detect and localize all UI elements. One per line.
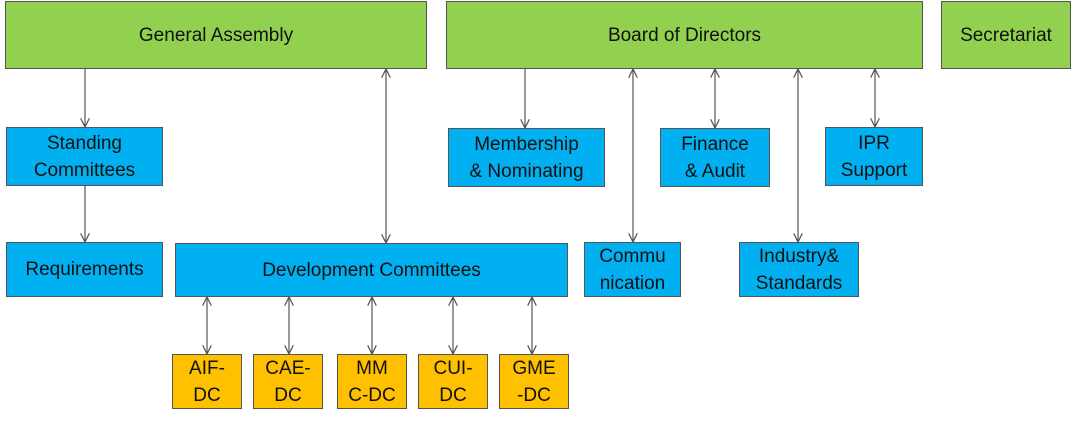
aif-dc-box: AIF- DC [172, 354, 242, 409]
secretariat-box: Secretariat [941, 1, 1071, 69]
aif-dc-label: AIF- DC [189, 357, 225, 406]
general-assembly-box: General Assembly [5, 1, 427, 69]
gme-dc-box: GME -DC [499, 354, 569, 409]
board-of-directors-box: Board of Directors [446, 1, 923, 69]
ipr-support-box: IPR Support [825, 127, 923, 186]
mmc-dc-label: MM C-DC [348, 357, 396, 406]
cae-dc-box: CAE- DC [253, 354, 323, 409]
membership-nominating-label: Membership & Nominating [469, 133, 584, 182]
industry-standards-box: Industry& Standards [739, 242, 859, 297]
mmc-dc-box: MM C-DC [337, 354, 407, 409]
development-committees-label: Development Committees [262, 259, 481, 281]
general-assembly-label: General Assembly [138, 24, 294, 46]
cae-dc-label: CAE- DC [265, 357, 311, 406]
requirements-box: Requirements [6, 242, 163, 297]
secretariat-label: Secretariat [960, 24, 1052, 46]
cui-dc-box: CUI- DC [418, 354, 488, 409]
communication-box: Commu nication [584, 242, 681, 297]
board-of-directors-label: Board of Directors [607, 24, 762, 46]
finance-audit-box: Finance & Audit [660, 128, 770, 187]
membership-nominating-box: Membership & Nominating [448, 128, 605, 187]
development-committees-box: Development Committees [175, 243, 568, 297]
finance-audit-label: Finance & Audit [681, 133, 749, 182]
requirements-label: Requirements [25, 259, 144, 280]
standing-committees-box: Standing Committees [6, 127, 163, 186]
ipr-support-label: IPR Support [840, 132, 908, 181]
communication-label: Commu nication [599, 245, 666, 294]
gme-dc-label: GME -DC [512, 357, 556, 406]
cui-dc-label: CUI- DC [433, 357, 473, 406]
standing-committees-label: Standing Committees [33, 132, 136, 181]
industry-standards-label: Industry& Standards [755, 245, 843, 294]
